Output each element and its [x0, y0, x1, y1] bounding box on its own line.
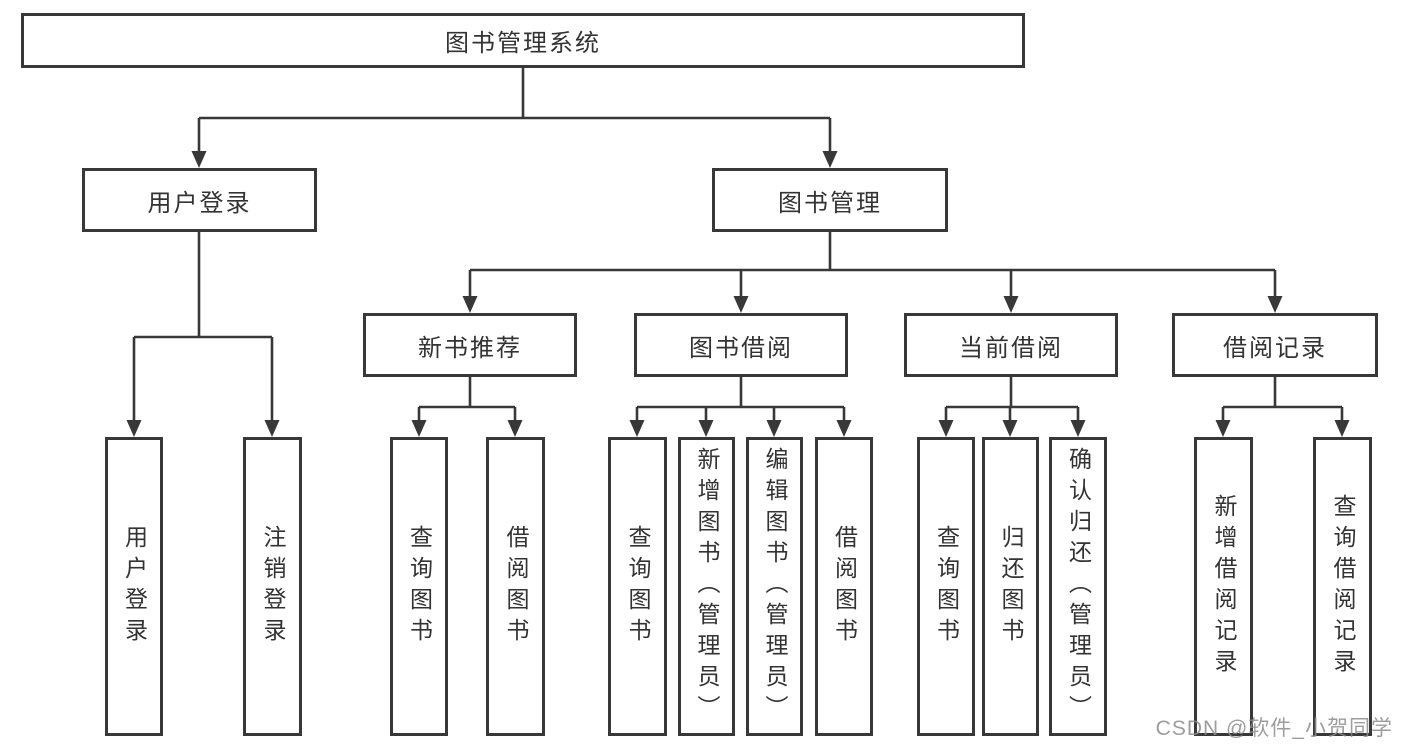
node-new-book-recommendation: 新书推荐 [363, 313, 577, 377]
node-borrow-books-recommend: 借阅图书 [486, 437, 545, 736]
node-label: 注销登录 [260, 524, 286, 649]
node-label: 查询图书 [625, 524, 651, 649]
node-book-management: 图书管理 [712, 168, 948, 232]
node-label: 新书推荐 [418, 334, 522, 362]
node-label: 查询借阅记录 [1330, 493, 1356, 680]
node-current-borrowing: 当前借阅 [904, 313, 1118, 377]
node-label: 查询图书 [406, 524, 433, 649]
node-logout: 注销登录 [243, 437, 302, 736]
node-label: 当前借阅 [959, 334, 1063, 362]
node-label: 新增图书（管理员） [694, 447, 720, 726]
node-borrow-books-borrowing: 借阅图书 [815, 437, 873, 736]
node-label: 确认归还（管理员） [1065, 447, 1092, 726]
csdn-watermark: CSDN @软件_小贺同学 [1155, 717, 1393, 740]
node-label: 归还图书 [998, 524, 1024, 649]
node-user-login-leaf: 用户登录 [105, 437, 163, 736]
node-label: 查询图书 [933, 524, 960, 649]
node-label: 借阅图书 [503, 524, 529, 649]
node-user-login: 用户登录 [82, 168, 317, 232]
node-label: 编辑图书（管理员） [762, 447, 788, 726]
node-label: 新增借阅记录 [1211, 493, 1237, 680]
node-label: 借阅图书 [831, 524, 858, 649]
node-query-books-current: 查询图书 [917, 437, 975, 736]
node-label: 借阅记录 [1223, 334, 1327, 362]
node-label: 图书借阅 [689, 334, 793, 362]
node-add-borrow-record: 新增借阅记录 [1194, 437, 1253, 736]
node-query-borrow-record: 查询借阅记录 [1313, 437, 1372, 736]
node-label: 图书管理 [778, 189, 882, 217]
node-add-book-admin: 新增图书（管理员） [678, 437, 735, 736]
node-label: 图书管理系统 [445, 30, 601, 57]
node-library-management-system: 图书管理系统 [21, 13, 1025, 68]
node-confirm-return-admin: 确认归还（管理员） [1049, 437, 1107, 736]
node-edit-book-admin: 编辑图书（管理员） [746, 437, 803, 736]
node-label: 用户登录 [121, 524, 148, 649]
node-return-books: 归还图书 [982, 437, 1039, 736]
node-borrowing-records: 借阅记录 [1172, 313, 1378, 377]
node-label: 用户登录 [147, 189, 252, 217]
node-query-books-recommend: 查询图书 [390, 437, 448, 736]
node-book-borrowing: 图书借阅 [634, 313, 848, 377]
node-query-books-borrowing: 查询图书 [608, 437, 667, 736]
